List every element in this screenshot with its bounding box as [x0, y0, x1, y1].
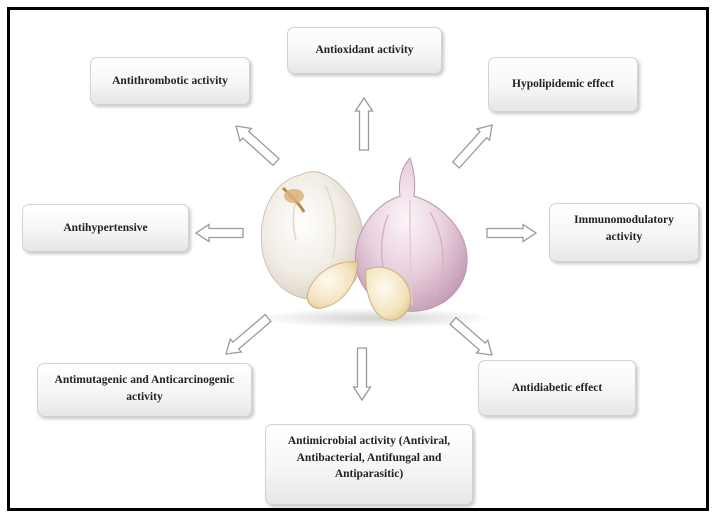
box-antioxidant-activity: Antioxidant activity — [287, 27, 442, 74]
box-hypolipidemic-effect: Hypolipidemic effect — [488, 57, 638, 112]
label-antimicrobial-line3: Antiparasitic) — [288, 466, 450, 483]
arrow-to-antidiabetic — [450, 318, 492, 355]
arrow-to-hypolipidemic — [453, 125, 492, 168]
label-immunomodulatory-line1: Immunomodulatory — [574, 212, 674, 229]
arrow-to-antimicrobial — [354, 348, 371, 400]
label-antimicrobial-line1: Antimicrobial activity (Antiviral, — [288, 433, 450, 450]
box-antihypertensive: Antihypertensive — [22, 204, 189, 252]
label-antihypertensive: Antihypertensive — [63, 220, 147, 237]
label-hypolipidemic-effect: Hypolipidemic effect — [512, 76, 614, 93]
arrow-to-antioxidant — [356, 98, 373, 150]
box-immunomodulatory-activity: Immunomodulatory activity — [549, 203, 699, 262]
label-antithrombotic-activity: Antithrombotic activity — [112, 73, 228, 90]
label-antimutagenic-line1: Antimutagenic and Anticarcinogenic — [55, 372, 235, 389]
box-antimicrobial-activity: Antimicrobial activity (Antiviral, Antib… — [265, 424, 473, 505]
label-antioxidant-activity: Antioxidant activity — [315, 42, 413, 59]
label-immunomodulatory-line2: activity — [574, 229, 674, 246]
arrow-to-antimutagenic — [226, 315, 271, 354]
box-antidiabetic-effect: Antidiabetic effect — [478, 360, 636, 416]
label-antimicrobial-line2: Antibacterial, Antifungal and — [288, 450, 450, 467]
box-antithrombotic-activity: Antithrombotic activity — [90, 57, 250, 105]
arrow-to-antihypertensive — [196, 225, 243, 242]
label-antidiabetic-effect: Antidiabetic effect — [512, 380, 602, 397]
label-antimutagenic-line2: activity — [55, 389, 235, 406]
arrow-to-antithrombotic — [236, 126, 279, 165]
box-antimutagenic-anticarcinogenic-activity: Antimutagenic and Anticarcinogenic activ… — [37, 363, 252, 417]
arrow-to-immunomodulatory — [487, 225, 536, 242]
